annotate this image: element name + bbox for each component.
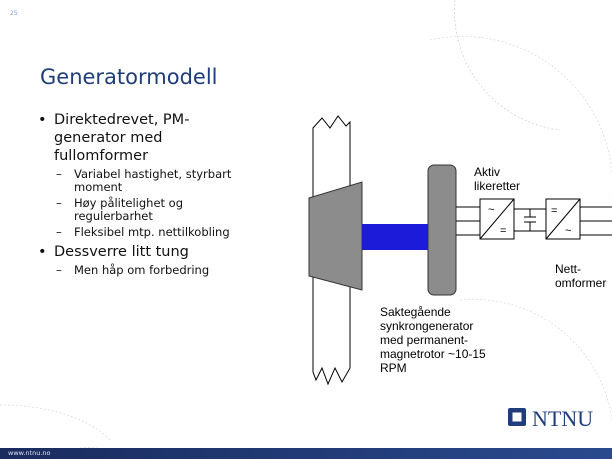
sub-bullet-item: – Men håp om forbedring	[54, 264, 288, 277]
slide-number: 25	[10, 10, 18, 17]
ntnu-logo: NTNU	[508, 406, 593, 431]
slide-title: Generatormodell	[40, 65, 218, 89]
dash-icon: –	[56, 225, 62, 239]
turbine-hub-shape	[308, 181, 363, 291]
sub-bullet-text: Men håp om forbedring	[74, 263, 210, 277]
bullet-dot-icon: •	[38, 112, 47, 128]
bullet-item: • Dessverre litt tung – Men håp om forbe…	[38, 243, 288, 277]
bullet-text: Direktedrevet, PM-generator med fullomfo…	[54, 112, 190, 164]
sub-bullet-item: – Fleksibel mtp. nettilkobling	[54, 226, 288, 239]
svg-text:~: ~	[488, 204, 494, 216]
dash-icon: –	[56, 263, 62, 277]
svg-text:=: =	[551, 205, 557, 217]
drive-shaft	[362, 224, 430, 250]
sub-bullet-list: – Men håp om forbedring	[54, 264, 288, 277]
sub-bullet-text: Fleksibel mtp. nettilkobling	[74, 225, 230, 239]
dash-icon: –	[56, 196, 62, 210]
sub-bullet-text: Variabel hastighet, styrbart moment	[74, 167, 232, 194]
footer-url: www.ntnu.no	[8, 449, 51, 457]
svg-text:~: ~	[565, 225, 571, 237]
bullet-list: • Direktedrevet, PM-generator med fullom…	[38, 111, 288, 281]
generator-body	[427, 164, 457, 296]
sub-bullet-list: – Variabel hastighet, styrbart moment – …	[54, 168, 288, 239]
sub-bullet-text: Høy pålitelighet og regulerbarhet	[74, 196, 184, 223]
ntnu-logo-text: NTNU	[532, 406, 593, 431]
generator-label: Saktegående synkrongenerator med permane…	[380, 305, 486, 375]
footer-bar: www.ntnu.no	[0, 448, 612, 459]
sub-bullet-item: – Høy pålitelighet og regulerbarhet	[54, 197, 288, 223]
bullet-item: • Direktedrevet, PM-generator med fullom…	[38, 111, 288, 239]
rectifier-label: Aktiv likeretter	[474, 165, 521, 193]
dash-icon: –	[56, 167, 62, 181]
bullet-dot-icon: •	[38, 244, 47, 260]
svg-text:=: =	[500, 225, 506, 237]
sub-bullet-item: – Variabel hastighet, styrbart moment	[54, 168, 288, 194]
bullet-text: Dessverre litt tung	[54, 244, 189, 260]
converter-label: Nett-omformer	[555, 262, 607, 290]
